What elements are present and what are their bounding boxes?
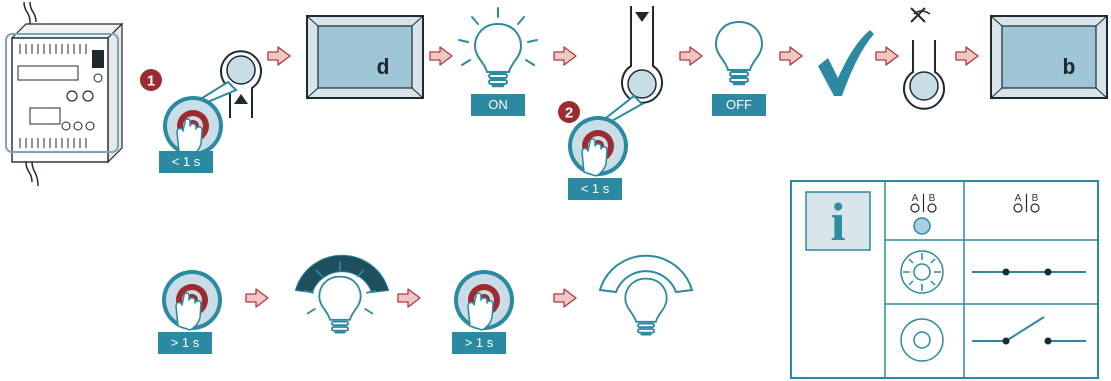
- arrow-icon: [553, 288, 577, 308]
- switch-open-icon: [972, 316, 1086, 345]
- arrow-icon: [553, 46, 577, 66]
- arrow-icon: [245, 288, 269, 308]
- press-button-icon: [567, 115, 629, 177]
- step-badge: [140, 69, 162, 91]
- led-off-icon: [900, 318, 944, 362]
- checkmark-icon: [818, 30, 874, 96]
- step-badge: [558, 101, 580, 123]
- contact-b-label: B: [1032, 193, 1039, 204]
- contact-ab-icon: [910, 194, 937, 235]
- step-number-1: 1: [147, 73, 155, 90]
- duration-label-bg: [568, 178, 622, 200]
- state-label-bg: [471, 94, 525, 116]
- display-readout-2: b: [1062, 56, 1075, 81]
- arrow-icon: [779, 46, 803, 66]
- contact-b-label: B: [929, 193, 936, 204]
- contact-a-label: A: [912, 193, 919, 204]
- switch-closed-icon: [972, 268, 1086, 276]
- step-number-2: 2: [565, 105, 573, 122]
- duration-label-bg: [452, 332, 506, 354]
- state-label-bg: [712, 94, 766, 116]
- arrow-icon: [875, 46, 899, 66]
- device-icon: [5, 1, 124, 187]
- arrow-icon: [429, 46, 453, 66]
- duration-label-1: < 1 s: [172, 154, 201, 169]
- press-button-icon: [162, 95, 224, 157]
- display-readout-1: d: [376, 56, 389, 81]
- dimming-up-icon: [294, 254, 390, 334]
- press-button-icon: [161, 269, 223, 331]
- arrow-icon: [679, 46, 703, 66]
- arrow-icon: [267, 46, 291, 66]
- bulb-state-on: ON: [488, 97, 508, 112]
- display-icon: [306, 15, 424, 99]
- display-icon: [990, 15, 1108, 99]
- arrow-icon: [397, 288, 421, 308]
- no-touch-icon: [903, 7, 945, 110]
- info-icon: i: [830, 192, 845, 252]
- button-press-icon: [621, 6, 663, 104]
- duration-label-long-1: > 1 s: [171, 335, 200, 350]
- duration-label-long-2: > 1 s: [465, 335, 494, 350]
- duration-label-2: < 1 s: [581, 181, 610, 196]
- duration-label-bg: [158, 332, 212, 354]
- info-table: [790, 180, 1099, 379]
- bulb-off-icon: [714, 20, 764, 86]
- press-button-icon: [453, 269, 515, 331]
- dimming-down-icon: [598, 254, 694, 336]
- arrow-icon: [955, 46, 979, 66]
- button-release-icon: [220, 50, 262, 118]
- duration-label-bg: [159, 151, 213, 173]
- bulb-state-off: OFF: [726, 97, 752, 112]
- contact-a-label: A: [1015, 193, 1022, 204]
- bulb-on-icon: [458, 7, 538, 88]
- led-on-icon: [900, 250, 944, 294]
- contact-ab-icon: [1013, 194, 1040, 213]
